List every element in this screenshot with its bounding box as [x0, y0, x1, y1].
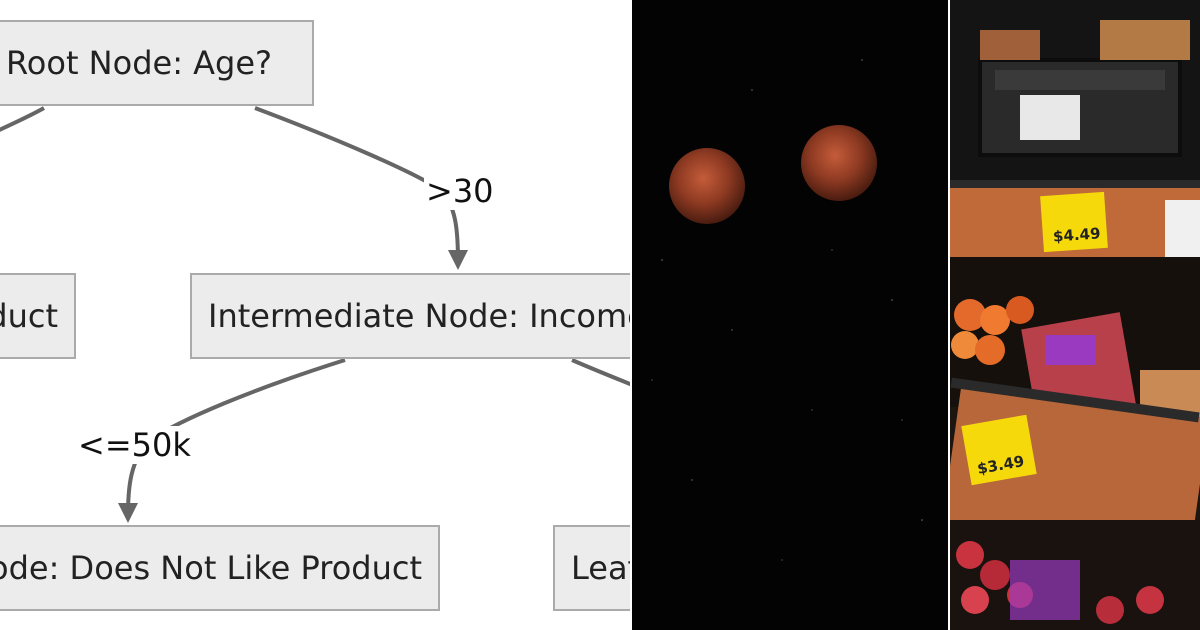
left-leaf-label: Leaf Node: Likes Product: [0, 297, 58, 335]
leaf-low-income-node: Leaf Node: Does Not Like Product: [0, 525, 440, 611]
edge-intermediate-to-high: [571, 358, 632, 387]
left-leaf-node: Leaf Node: Likes Product: [0, 273, 76, 359]
moon-left: [669, 148, 745, 224]
price-top-text: $4.49: [1052, 224, 1102, 246]
leaf-high-income-node: Leaf Node: Likes Product: [553, 525, 632, 611]
night-sky-scene: [651, 59, 923, 561]
leaf-high-income-label: Leaf Node: Likes Product: [571, 549, 632, 587]
grocery-shelf-photo: $4.49 $3.49: [950, 0, 1200, 630]
edge-label-le-50k: <=50k: [76, 426, 193, 464]
edge-root-to-left: [0, 106, 45, 132]
stars: [651, 59, 923, 561]
intermediate-node-label: Intermediate Node: Income?: [208, 297, 632, 335]
leaf-low-income-label: Leaf Node: Does Not Like Product: [0, 549, 422, 587]
root-node-label: Root Node: Age?: [6, 44, 273, 82]
night-sky-photo: [632, 0, 950, 630]
moon-right: [801, 125, 877, 201]
root-node: Root Node: Age?: [0, 20, 314, 106]
edge-label-over-30: >30: [424, 172, 496, 210]
price-tag-bottom: [961, 414, 1037, 486]
decision-tree-diagram: Root Node: Age? Leaf Node: Likes Product…: [0, 0, 632, 630]
price-tag-top: [1040, 191, 1108, 253]
grocery-shelf-scene: [950, 0, 1200, 630]
intermediate-node: Intermediate Node: Income?: [190, 273, 632, 359]
